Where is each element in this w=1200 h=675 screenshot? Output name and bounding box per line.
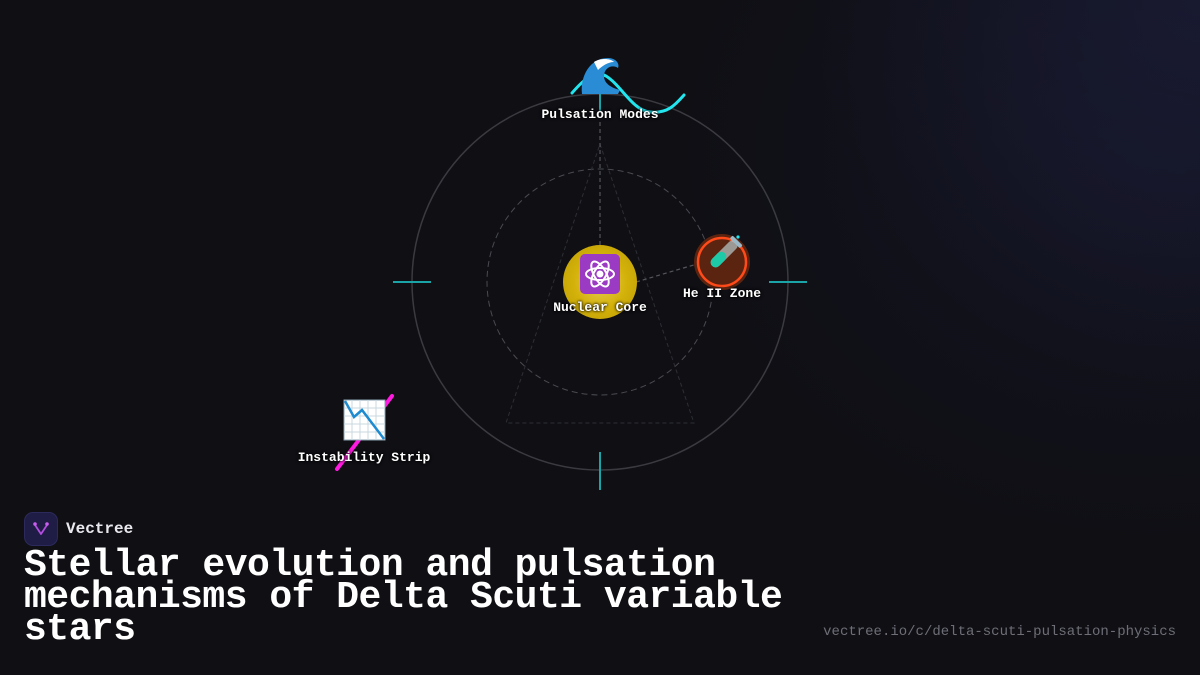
brand-name: Vectree <box>66 520 134 538</box>
nuclear-core-label: Nuclear Core <box>553 300 647 315</box>
atom-symbol-icon <box>585 260 615 288</box>
test-tube-icon <box>710 235 743 268</box>
vectree-logo-icon <box>24 512 58 546</box>
chart-decreasing-icon <box>343 399 386 441</box>
dashed-triangle <box>505 142 695 424</box>
he-zone-ring <box>696 236 748 288</box>
instability-strip-label: Instability Strip <box>297 450 431 465</box>
pulsation-modes-label: Pulsation Modes <box>541 107 659 122</box>
bubble <box>736 235 740 239</box>
connector-core-to-he-zone <box>635 263 698 283</box>
he-ii-zone-label: He II Zone <box>682 286 762 301</box>
water-wave-icon <box>581 58 620 94</box>
brand: Vectree <box>24 512 133 546</box>
source-url[interactable]: vectree.io/c/delta-scuti-pulsation-physi… <box>823 624 1176 640</box>
page-title: Stellar evolution and pulsation mechanis… <box>24 544 783 651</box>
